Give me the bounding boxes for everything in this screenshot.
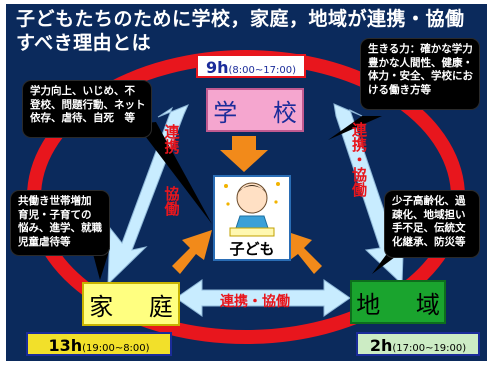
home-bubble-line: 児童虐待等 [18,235,71,248]
slide-title: 子どもたちのために学校，家庭，地域が連携・協働 すべき理由とは [16,7,465,55]
home-hours: 13h [48,336,83,355]
title-line-2: すべき理由とは [16,32,152,54]
link-label-left-top: 連携 [162,124,181,158]
issues-bubble: 学力向上、いじめ、不 登校、問題行動、ネット 依存、虐待、自死 等 [22,80,152,138]
title-line-1: 子どもたちのために学校，家庭，地域が連携・協働 [16,8,465,30]
link-label-bottom: 連携・協働 [220,294,290,310]
home-label: 家 庭 [89,292,187,321]
home-bubble-pointer [92,248,110,280]
community-bubble-line: 化継承、防災等 [392,235,466,248]
school-time-range: (8:00~17:00) [228,65,296,76]
child-illustration [224,182,280,237]
link-label-text: 協働 [162,186,181,216]
school-time-box: 9h (8:00~17:00) [196,54,306,78]
school-label: 学 校 [213,98,311,127]
home-bubble: 共働き世帯増加 育児・子育ての 悩み、進学、就職 児童虐待等 [10,190,110,256]
community-box: 地 域 [350,280,446,324]
school-bubble: 生きる力：確かな学力 豊かな人間性、健康・ 体力・安全、学校にお ける働き方等 [360,38,480,110]
link-label-right: 連携・協働 [350,122,368,201]
link-label-left-bottom: 協働 [162,186,181,220]
community-bubble-line: 手不足、伝統文 [392,222,466,234]
issues-bubble-line: 登校、問題行動、ネット [30,98,146,111]
home-bubble-line: 共働き世帯増加 [18,195,92,207]
home-bubble-line: 悩み、進学、就職 [18,222,102,234]
home-time-box: 13h (19:00~8:00) [26,332,172,356]
school-box: 学 校 [206,88,304,132]
school-bubble-line: ける働き方等 [368,83,431,96]
link-label-text: 連携・協働 [350,122,368,197]
home-box: 家 庭 [82,282,180,326]
school-bubble-line: 生きる力：確かな学力 [368,43,473,55]
community-time-range: (17:00~19:00) [392,343,467,354]
diagram-graphics [27,50,465,344]
home-time-range: (19:00~8:00) [82,343,150,354]
community-label: 地 域 [356,290,454,319]
home-bubble-line: 育児・子育ての [18,208,92,221]
school-bubble-line: 豊かな人間性、健康・ [368,56,473,69]
link-label-text: 連携 [162,124,181,154]
community-bubble: 少子高齢化、過 疎化、地域担い 手不足、伝統文 化継承、防災等 [384,190,480,258]
arrow-home-to-child [172,230,212,274]
community-bubble-line: 少子高齢化、過 [392,195,466,207]
issues-bubble-pointer [136,122,212,224]
issues-bubble-line: 依存、虐待、自死 等 [30,112,135,124]
community-time-box: 2h (17:00~19:00) [356,332,480,356]
slide: 子どもたちのために学校，家庭，地域が連携・協働 すべき理由とは 9h (8:00… [6,4,487,361]
community-hours: 2h [369,336,393,355]
school-bubble-pointer [328,116,382,140]
issues-bubble-line: 学力向上、いじめ、不 [30,85,135,97]
arrow-community-to-child [282,230,322,274]
school-hours: 9h [206,58,229,77]
child-label: 子ども [229,240,275,258]
community-bubble-line: 疎化、地域担い [392,208,466,221]
school-bubble-line: 体力・安全、学校にお [368,70,473,82]
arrow-school-to-child [220,136,268,172]
